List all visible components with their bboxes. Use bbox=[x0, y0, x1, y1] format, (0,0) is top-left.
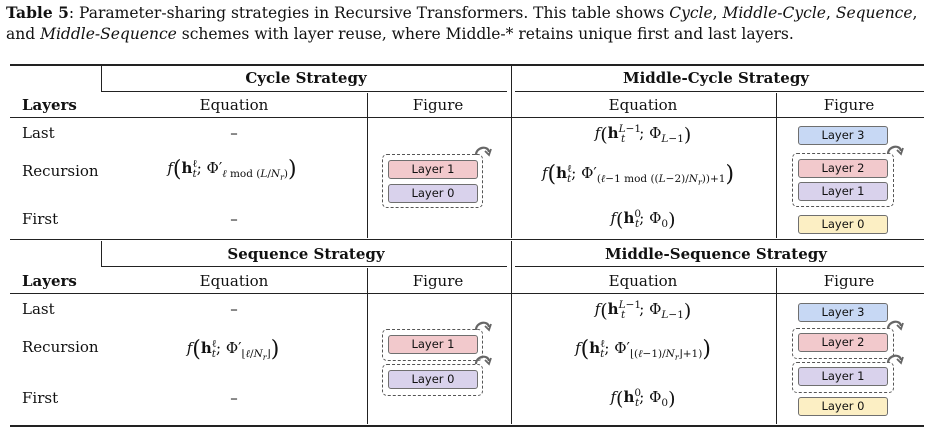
loop-arrow-icon bbox=[886, 145, 904, 156]
equation-header: Equation bbox=[199, 272, 269, 290]
caption-sep: : bbox=[68, 4, 75, 22]
loop-arrow-icon bbox=[474, 355, 492, 366]
layer-1-block: Layer 1 bbox=[388, 335, 478, 354]
v-separator bbox=[101, 241, 102, 267]
cycle-recursion-equation: f(hℓt; Φ′ℓ mod (L/Nr)) bbox=[167, 157, 297, 183]
middle-sequence-group-1 bbox=[792, 362, 894, 393]
layer-0-block: Layer 0 bbox=[388, 184, 478, 203]
sequence-strategy-title: Sequence Strategy bbox=[227, 245, 385, 263]
caption-text-end: schemes with layer reuse, where Middle-*… bbox=[176, 25, 794, 43]
figure-header: Figure bbox=[412, 272, 464, 290]
header-rule bbox=[10, 117, 924, 118]
layer-0-block: Layer 0 bbox=[798, 215, 888, 234]
row-last: Last bbox=[22, 124, 55, 142]
table-caption: Table 5: Parameter-sharing strategies in… bbox=[6, 2, 930, 45]
cmid-rule bbox=[515, 266, 924, 267]
v-separator bbox=[511, 241, 512, 424]
loop-arrow-icon bbox=[886, 354, 904, 365]
middle-sequence-group-2 bbox=[792, 328, 894, 359]
middle-sequence-first-equation: f(h0t; Φ0) bbox=[610, 387, 676, 410]
loop-arrow-icon bbox=[474, 321, 492, 332]
layer-2-block: Layer 2 bbox=[798, 159, 888, 178]
loop-arrow-icon bbox=[886, 320, 904, 331]
caption-comma: , bbox=[825, 4, 836, 22]
sequence-last-equation: – bbox=[230, 300, 238, 318]
v-separator bbox=[101, 66, 102, 92]
row-first: First bbox=[22, 389, 59, 407]
bottom-rule bbox=[10, 425, 924, 427]
middle-cycle-recursion-group bbox=[792, 153, 894, 207]
middle-sequence-recursion-equation: f(hℓt; Φ′⌊(ℓ−1)/Nr⌋+1)) bbox=[575, 337, 711, 363]
cycle-last-equation: – bbox=[230, 124, 238, 142]
layers-header: Layers bbox=[22, 272, 77, 290]
middle-cycle-first-equation: f(h0t; Φ0) bbox=[610, 208, 676, 231]
layer-3-block: Layer 3 bbox=[798, 126, 888, 145]
v-separator bbox=[367, 93, 368, 238]
middle-cycle-last-equation: f(hL−1t; ΦL−1) bbox=[594, 123, 692, 146]
cycle-strategy-title: Cycle Strategy bbox=[245, 69, 367, 87]
layer-2-block: Layer 2 bbox=[798, 333, 888, 352]
middle-sequence-last-equation: f(hL−1t; ΦL−1) bbox=[594, 299, 692, 322]
caption-and: , and bbox=[6, 4, 918, 43]
layer-1-block: Layer 1 bbox=[388, 160, 478, 179]
layer-3-block: Layer 3 bbox=[798, 303, 888, 322]
caption-cycle: Cycle bbox=[669, 4, 713, 22]
caption-label: Table 5 bbox=[6, 3, 69, 22]
sequence-first-equation: – bbox=[230, 389, 238, 407]
caption-middle-cycle: Middle-Cycle bbox=[722, 4, 826, 22]
loop-arrow-icon bbox=[474, 146, 492, 157]
cycle-first-equation: – bbox=[230, 210, 238, 228]
row-first: First bbox=[22, 210, 59, 228]
layers-header: Layers bbox=[22, 96, 77, 114]
figure-header: Figure bbox=[823, 272, 875, 290]
cmid-rule bbox=[515, 91, 924, 92]
sequence-group-0 bbox=[382, 364, 483, 396]
cycle-recursion-group bbox=[382, 154, 483, 208]
middle-sequence-strategy-title: Middle-Sequence Strategy bbox=[605, 245, 827, 263]
mid-rule bbox=[10, 239, 924, 240]
layer-0-block: Layer 0 bbox=[388, 370, 478, 389]
v-separator bbox=[776, 93, 777, 238]
top-rule bbox=[10, 64, 924, 66]
row-recursion: Recursion bbox=[22, 162, 99, 180]
row-last: Last bbox=[22, 300, 55, 318]
figure-header: Figure bbox=[823, 96, 875, 114]
v-separator bbox=[511, 66, 512, 238]
layer-0-block: Layer 0 bbox=[798, 397, 888, 416]
layer-1-block: Layer 1 bbox=[798, 182, 888, 201]
caption-comma: , bbox=[712, 4, 723, 22]
sequence-group-1 bbox=[382, 329, 483, 361]
caption-sequence: Sequence bbox=[835, 4, 913, 22]
figure-header: Figure bbox=[412, 96, 464, 114]
sequence-recursion-equation: f(hℓt; Φ′⌊ℓ/Nr⌋) bbox=[186, 337, 280, 363]
cmid-rule bbox=[102, 266, 507, 267]
layer-1-block: Layer 1 bbox=[798, 367, 888, 386]
caption-text: Parameter-sharing strategies in Recursiv… bbox=[74, 4, 670, 22]
middle-cycle-recursion-equation: f(hℓt; Φ′(ℓ−1 mod ((L−2)/Nr))+1) bbox=[541, 162, 735, 188]
equation-header: Equation bbox=[608, 272, 678, 290]
equation-header: Equation bbox=[199, 96, 269, 114]
row-recursion: Recursion bbox=[22, 338, 99, 356]
v-separator bbox=[776, 268, 777, 424]
v-separator bbox=[367, 268, 368, 424]
middle-cycle-strategy-title: Middle-Cycle Strategy bbox=[622, 69, 810, 87]
equation-header: Equation bbox=[608, 96, 678, 114]
cmid-rule bbox=[102, 91, 507, 92]
header-rule bbox=[10, 293, 924, 294]
caption-middle-sequence: Middle-Sequence bbox=[40, 25, 177, 43]
